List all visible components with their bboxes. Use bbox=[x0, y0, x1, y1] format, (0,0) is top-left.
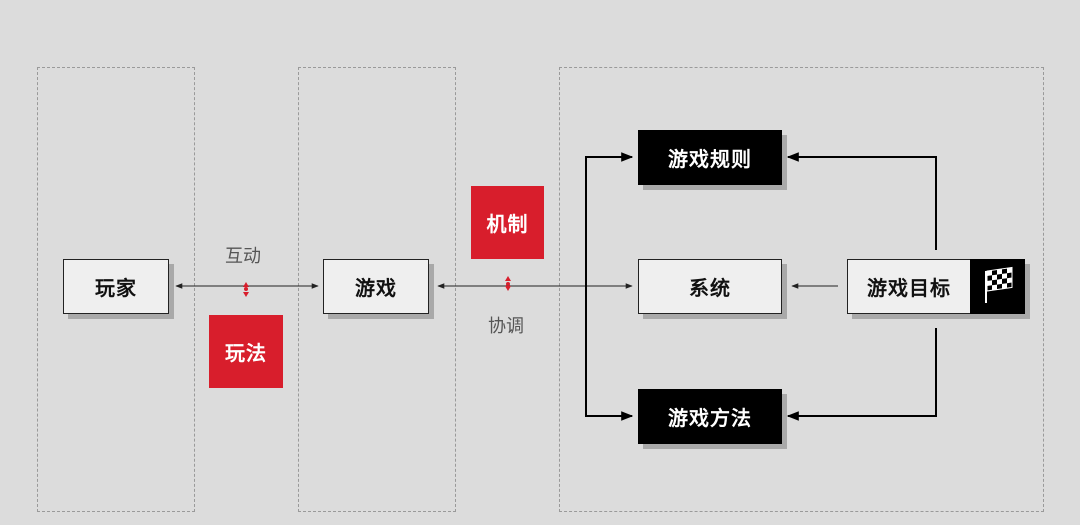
interaction-label: 互动 bbox=[225, 246, 261, 267]
goal-to-methods bbox=[786, 328, 937, 421]
goal-to-rules bbox=[786, 152, 937, 250]
mechanism-node: 机制 bbox=[471, 186, 544, 259]
system-node: 系统 bbox=[638, 259, 782, 314]
gameplay-node-label: 玩法 bbox=[225, 341, 267, 365]
coordination-label: 协调 bbox=[488, 316, 524, 337]
game-zone bbox=[298, 67, 456, 512]
goal-node-label: 游戏目标 bbox=[867, 276, 951, 300]
bracket-to-methods bbox=[585, 286, 634, 421]
checkered-flag-icon bbox=[985, 266, 1013, 303]
goal-node: 游戏目标 bbox=[847, 259, 971, 314]
bracket-to-rules bbox=[585, 152, 634, 286]
coordination-marker bbox=[505, 276, 511, 291]
methods-node-label: 游戏方法 bbox=[668, 406, 752, 430]
mechanism-node-label: 机制 bbox=[486, 212, 529, 236]
rules-node: 游戏规则 bbox=[638, 130, 782, 185]
game-node: 游戏 bbox=[323, 259, 429, 314]
rules-node-label: 游戏规则 bbox=[668, 147, 752, 171]
methods-node: 游戏方法 bbox=[638, 389, 782, 444]
goal-flag-block bbox=[970, 259, 1025, 314]
gameplay-node: 玩法 bbox=[209, 315, 283, 388]
player-node: 玩家 bbox=[63, 259, 169, 314]
player-zone bbox=[37, 67, 195, 512]
interaction-marker bbox=[243, 282, 249, 297]
system-node-label: 系统 bbox=[689, 276, 731, 300]
player-node-label: 玩家 bbox=[95, 276, 137, 300]
game-node-label: 游戏 bbox=[355, 276, 397, 300]
system-zone bbox=[559, 67, 1044, 512]
